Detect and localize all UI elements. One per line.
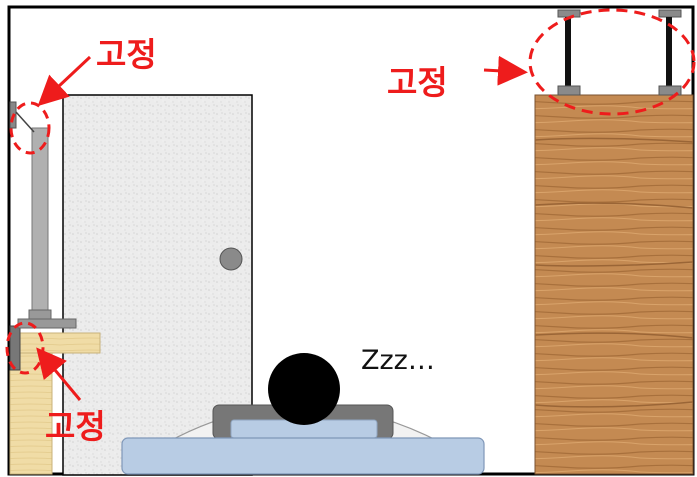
wardrobe-tension-poles xyxy=(557,9,682,96)
label-fix-top-right: 고정 xyxy=(387,63,448,102)
arrow-bottom-left xyxy=(36,347,82,401)
label-fix-bottom-left: 고정 xyxy=(45,407,106,446)
highlight-top-left xyxy=(9,101,51,155)
door-knob-icon xyxy=(219,247,243,271)
sleep-text: Zzz… xyxy=(361,345,435,376)
label-fix-top-left: 고정 xyxy=(96,35,157,74)
annotation-arrows xyxy=(36,55,528,401)
arrow-top-right xyxy=(483,55,528,86)
sleeper-head-icon xyxy=(268,353,340,425)
mattress xyxy=(121,437,485,475)
wardrobe xyxy=(534,94,694,475)
highlight-top-right xyxy=(528,8,696,116)
arrow-top-left xyxy=(37,55,92,107)
sleeper xyxy=(121,353,485,475)
